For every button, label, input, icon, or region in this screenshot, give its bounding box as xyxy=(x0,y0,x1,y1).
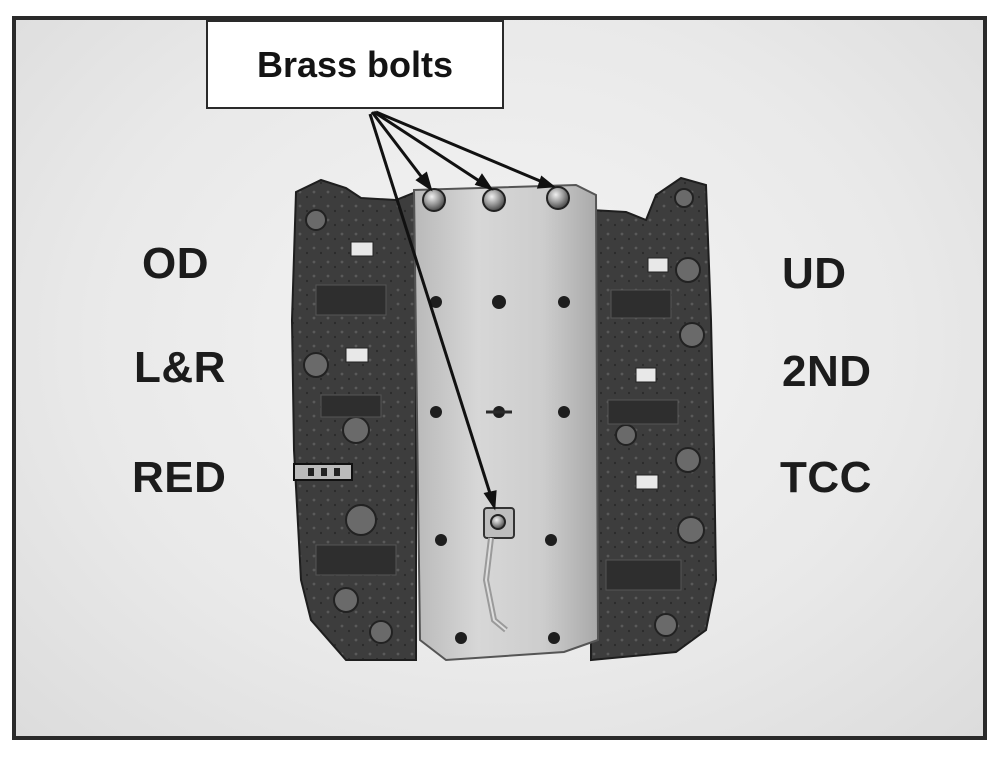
callout-arrows xyxy=(368,110,556,511)
separator-plate xyxy=(412,183,600,662)
photo-frame: Brass bolts OD L&R RED UD 2ND TCC xyxy=(12,16,987,740)
label-2nd: 2ND xyxy=(782,347,872,396)
callout-text: Brass bolts xyxy=(256,43,454,85)
label-red: RED xyxy=(132,453,227,502)
label-od: OD xyxy=(142,239,209,288)
right-casting xyxy=(590,176,718,662)
label-tcc: TCC xyxy=(780,453,872,502)
brass-bolts-callout: Brass bolts xyxy=(206,20,504,109)
valve-body-photo xyxy=(290,110,718,662)
label-l-and-r: L&R xyxy=(134,343,226,392)
label-ud: UD xyxy=(782,249,847,298)
left-casting xyxy=(290,178,417,661)
